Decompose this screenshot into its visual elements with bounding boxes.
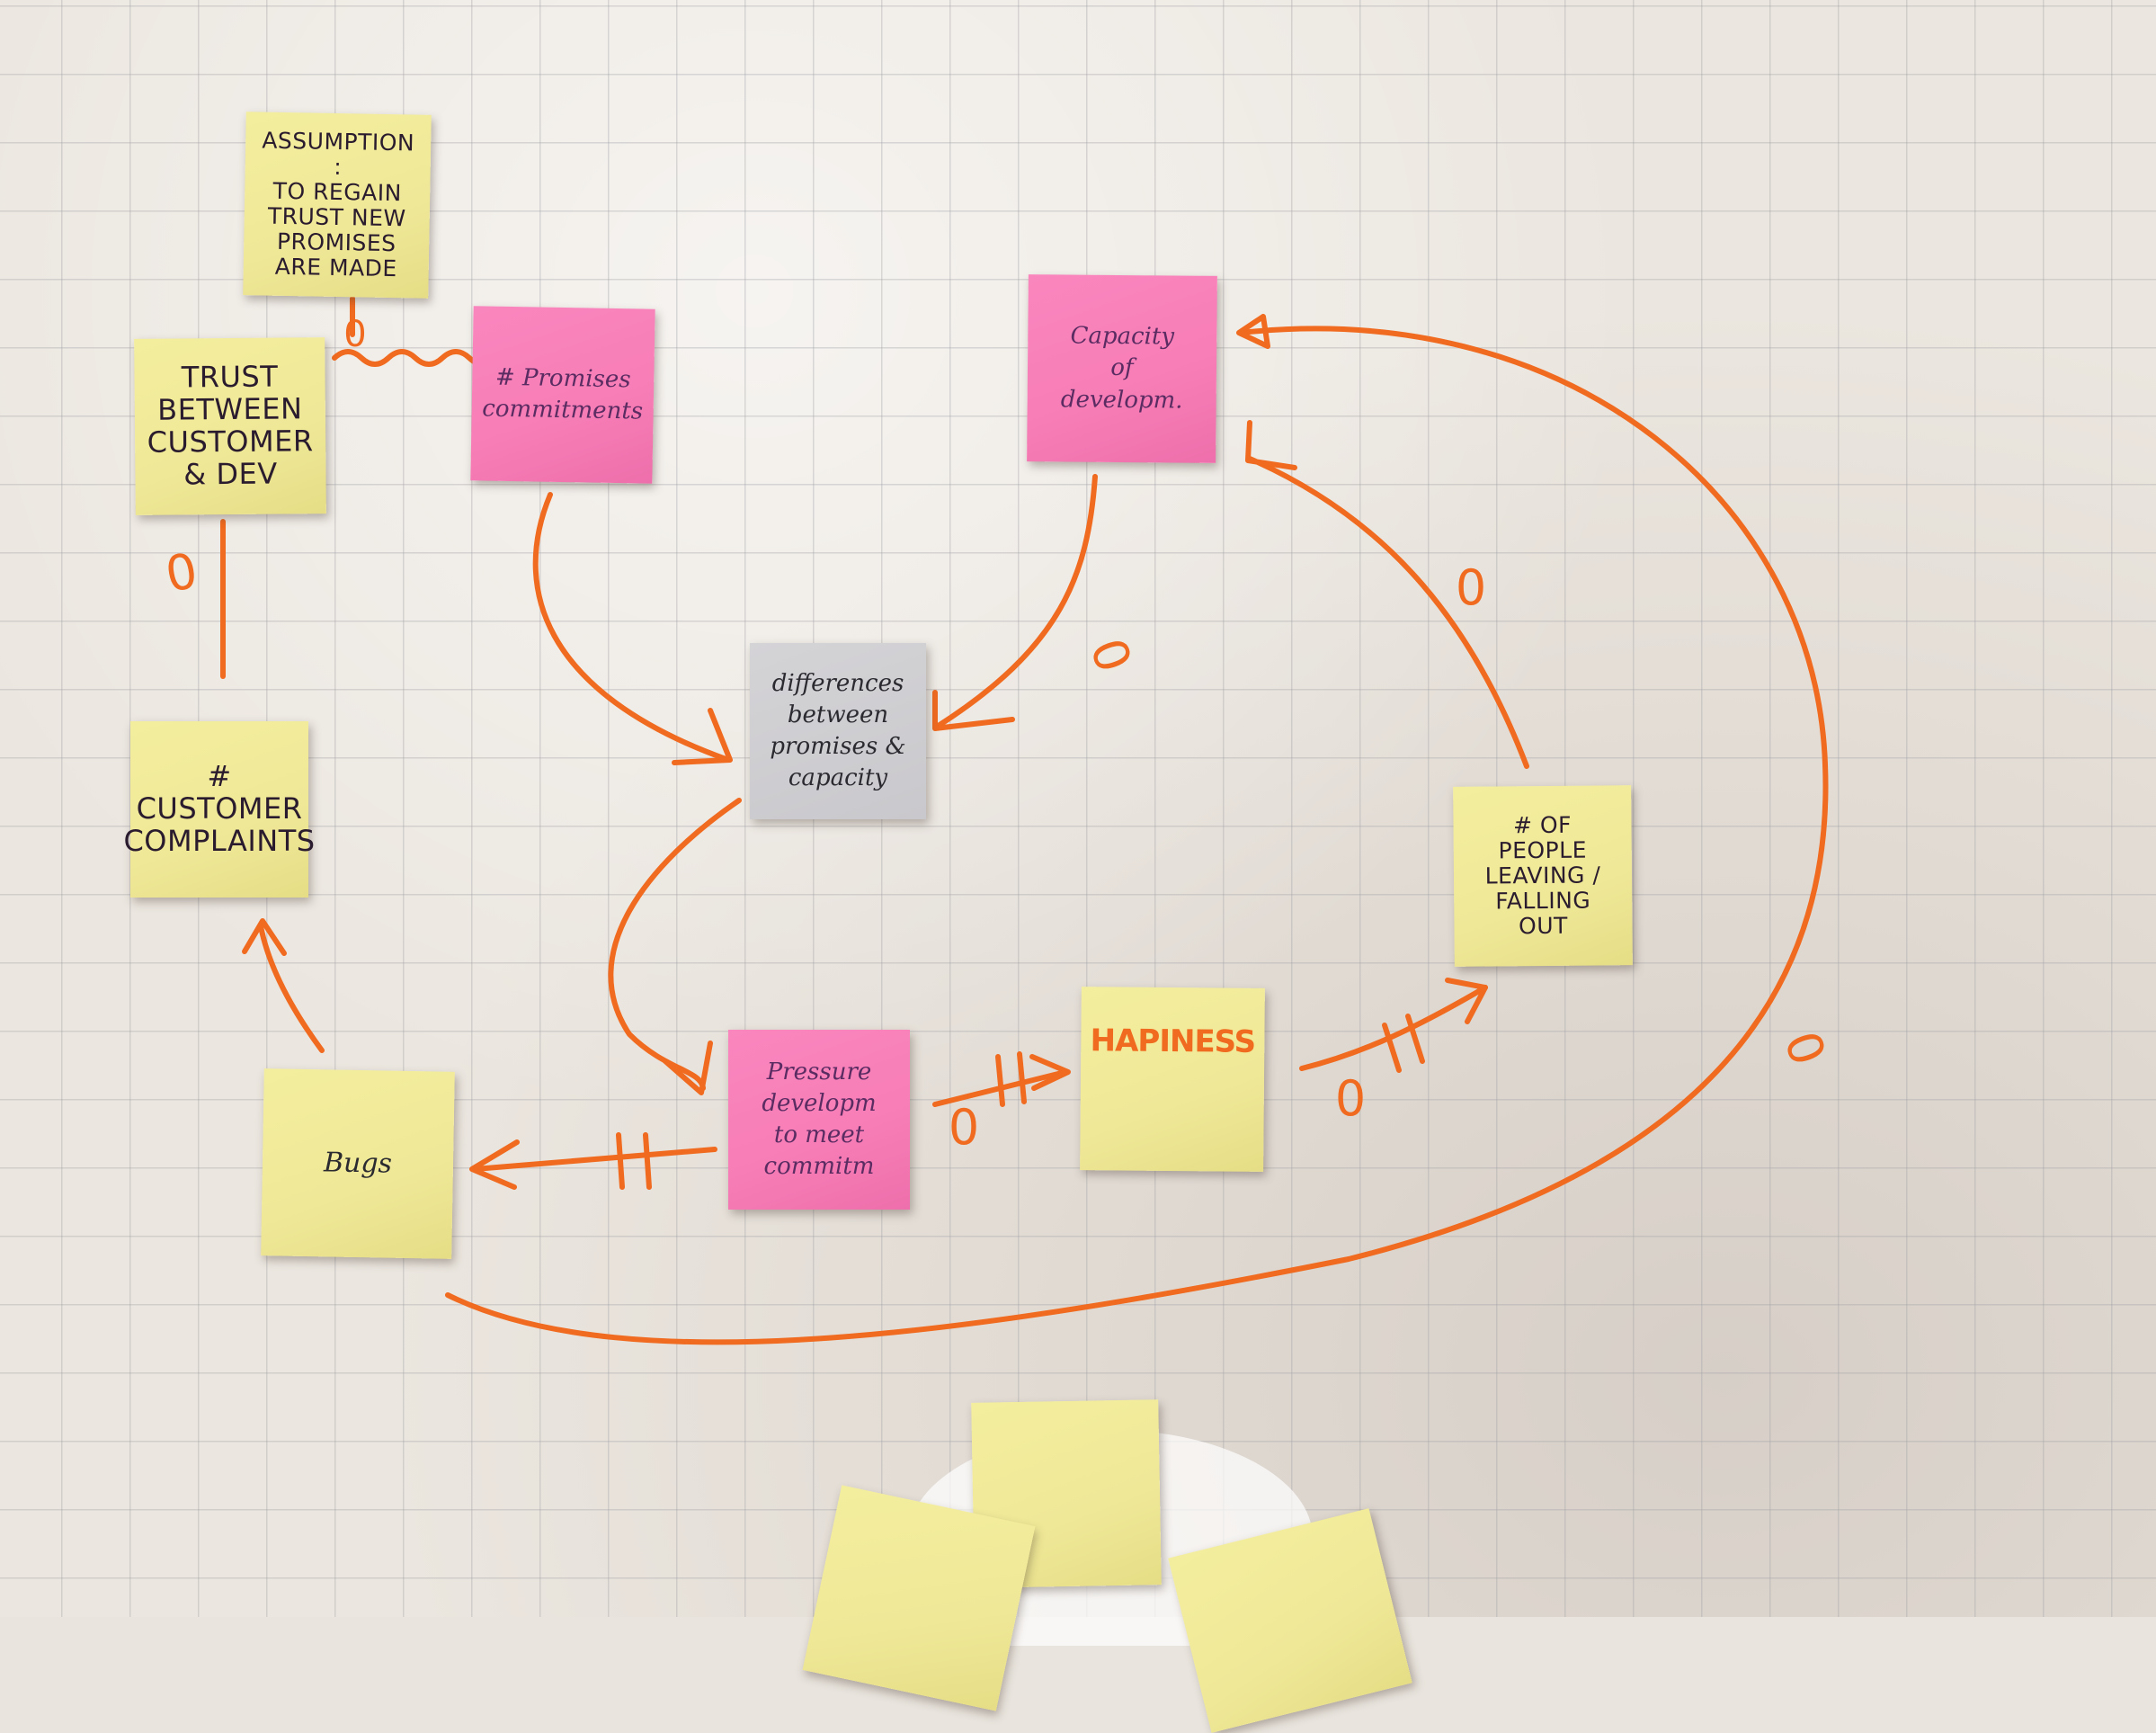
arrow-differences-to-pressure: [608, 798, 742, 1091]
note-assumption[interactable]: ASSUMPTION : TO REGAIN TRUST NEW PROMISE…: [243, 112, 432, 299]
note-customer-complaints[interactable]: # CUSTOMER COMPLAINTS: [123, 721, 315, 898]
arrow-promises-to-differences: [532, 492, 731, 763]
label-hapiness-leaving-link: 0: [1335, 1070, 1366, 1127]
note-differences[interactable]: differences between promises & capacity: [750, 643, 926, 819]
causal-arrows: 0 0 0 0 0 0 0: [161, 296, 1837, 1345]
note-people-leaving[interactable]: # OF PEOPLE LEAVING / FALLING OUT: [1453, 785, 1633, 967]
arrow-capacity-to-differences: [934, 474, 1098, 729]
note-promises[interactable]: # Promises commitments: [470, 306, 655, 484]
label-outer-loop-link: 0: [1773, 1024, 1837, 1073]
note-trust[interactable]: TRUST BETWEEN CUSTOMER & DEV: [134, 337, 326, 515]
arrow-hapiness-to-leaving: [1299, 985, 1488, 1071]
polarity-labels: 0 0 0 0 0 0 0: [161, 314, 1836, 1156]
arrow-bugs-to-complaints: [258, 924, 325, 1053]
label-trust-link: 0: [161, 542, 201, 603]
note-hapiness[interactable]: HAPINESS: [1080, 987, 1265, 1172]
note-pressure[interactable]: Pressure developm to meet commitm: [728, 1030, 910, 1210]
label-leaving-link: 0: [1456, 559, 1486, 616]
arrow-leaving-to-capacity: [1247, 456, 1529, 769]
blank-note[interactable]: [802, 1485, 1036, 1711]
label-assumption-link: 0: [343, 314, 366, 355]
arrow-pressure-to-bugs: [472, 1147, 717, 1172]
label-capacity-link: 0: [1079, 631, 1143, 680]
note-bugs[interactable]: Bugs: [261, 1068, 455, 1259]
label-pressure-hapiness-link: 0: [949, 1099, 979, 1156]
arrow-assumption-link: [332, 296, 499, 367]
note-capacity[interactable]: Capacity of developm.: [1027, 274, 1217, 463]
arrow-bugs-to-capacity: [445, 326, 1829, 1345]
